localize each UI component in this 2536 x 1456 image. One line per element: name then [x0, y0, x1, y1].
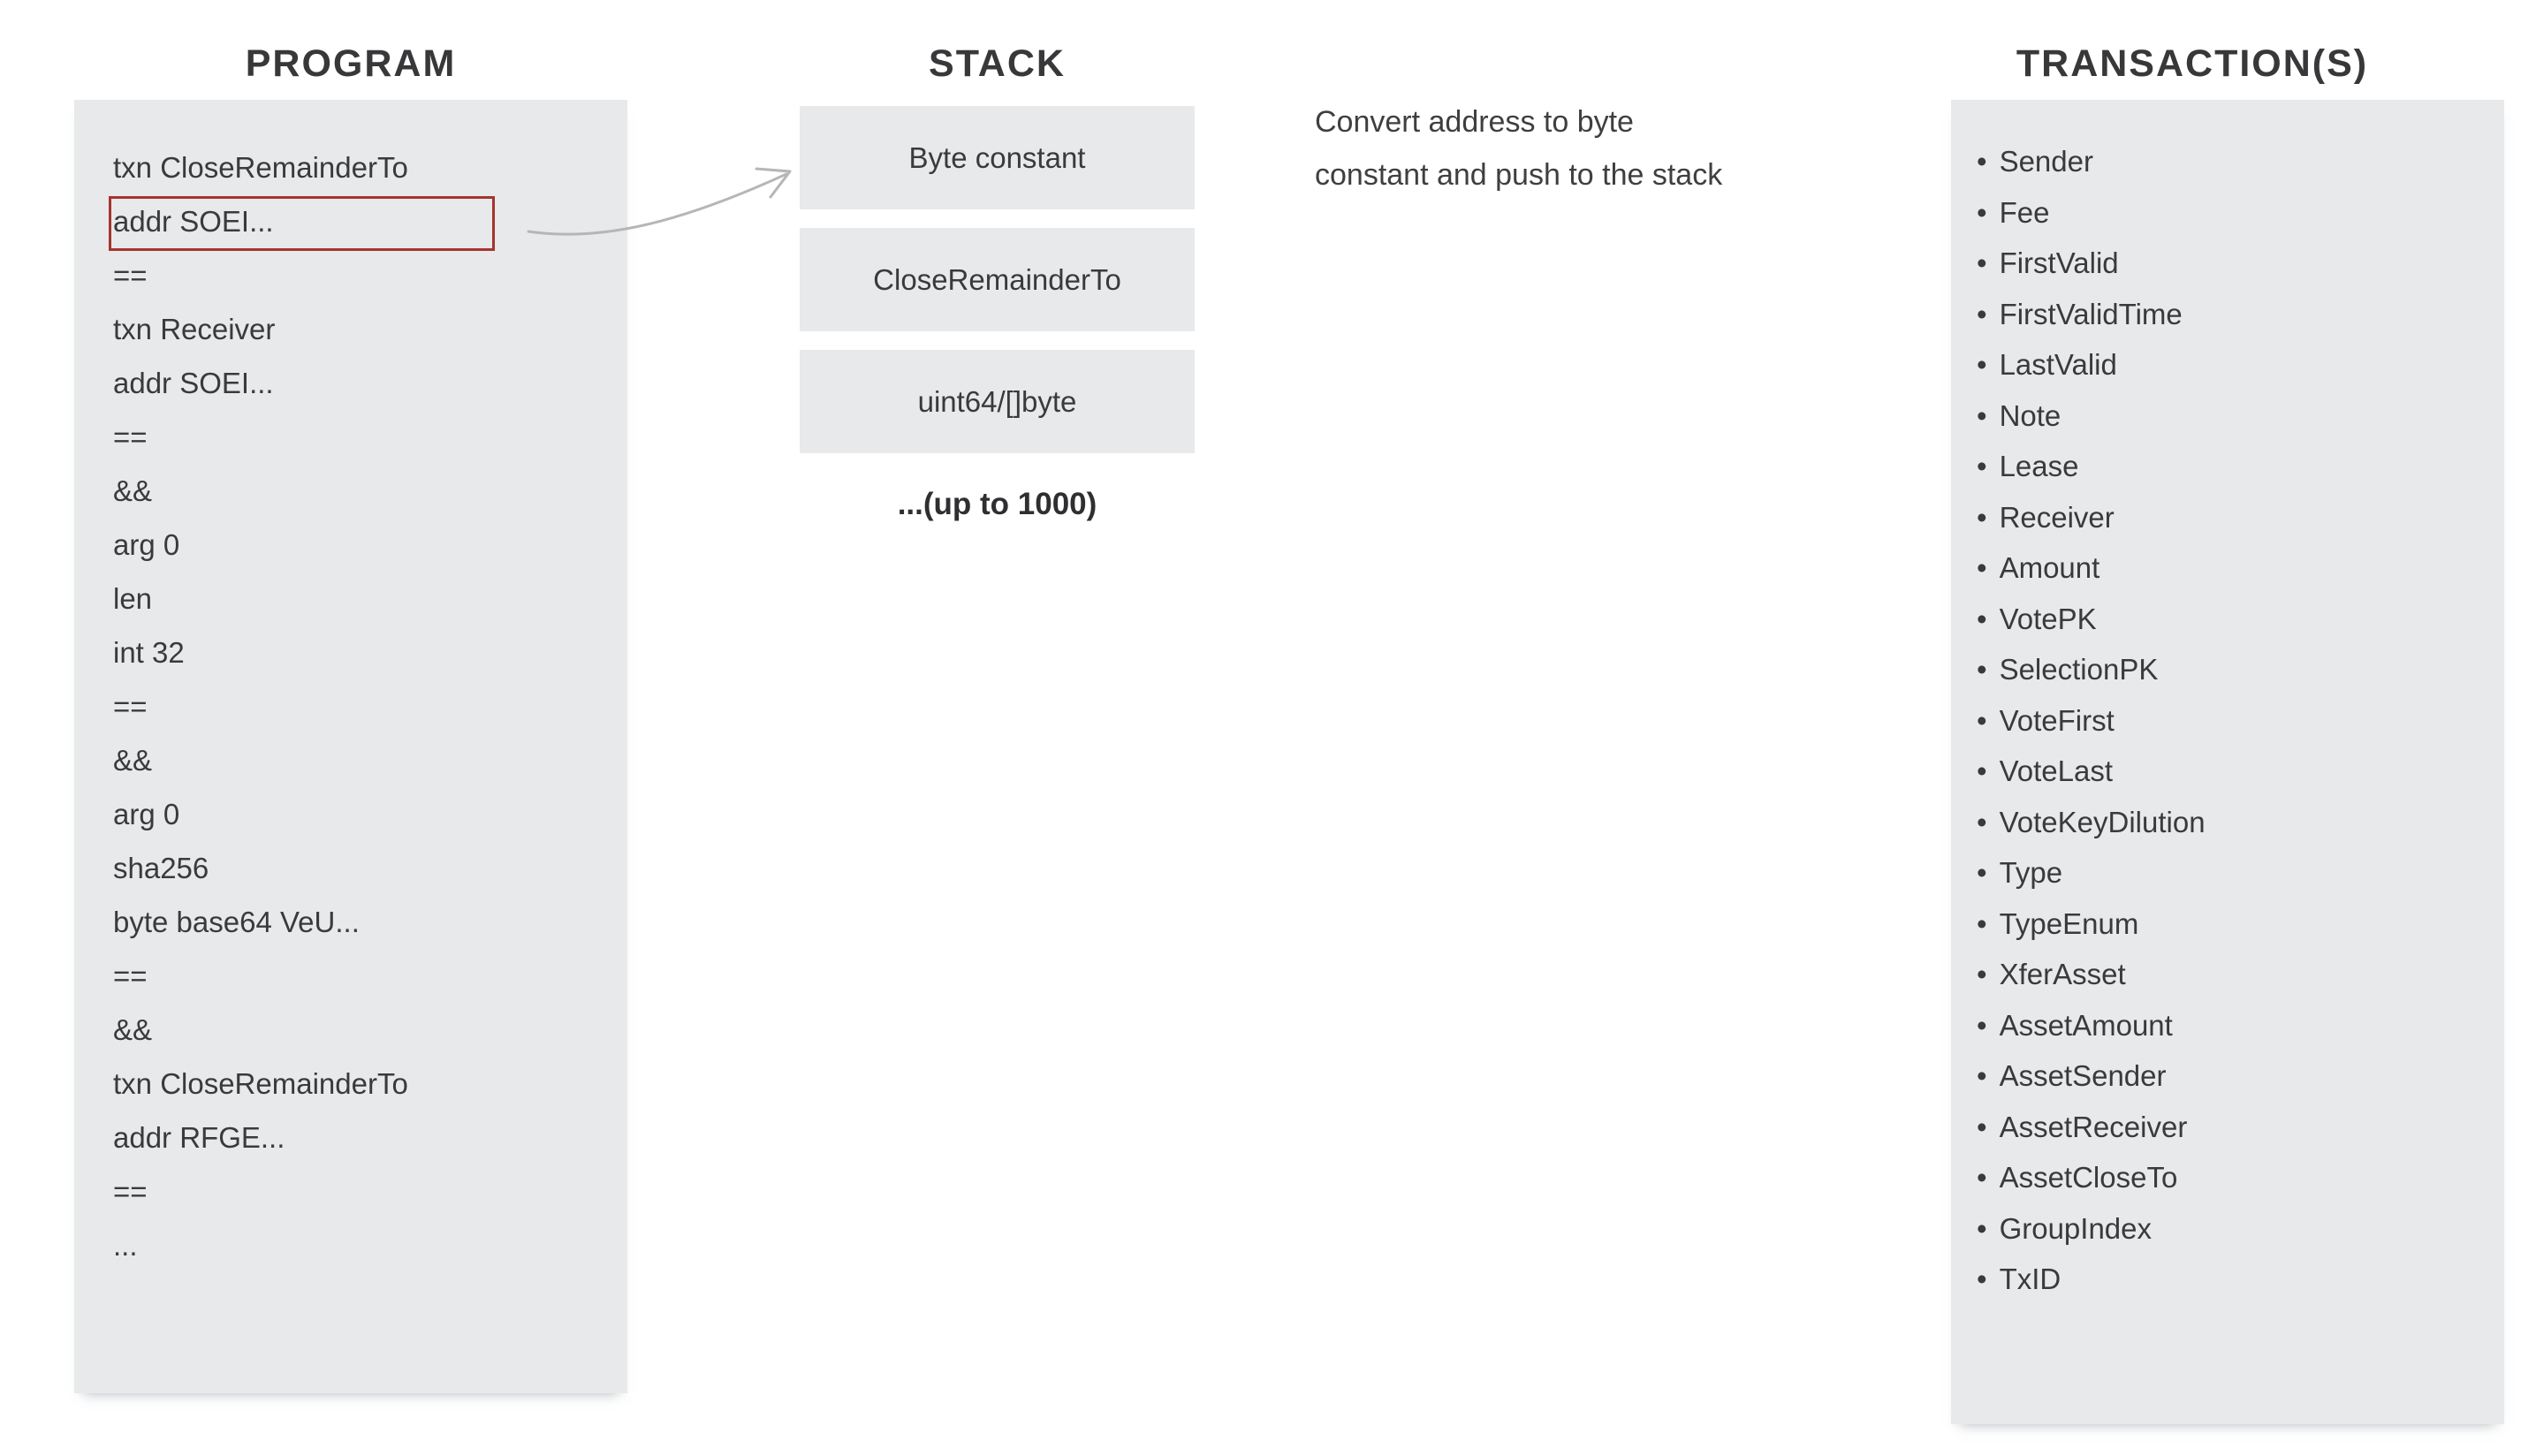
transaction-field: LastValid: [1977, 339, 2504, 391]
program-opcode-line: ==: [113, 690, 148, 723]
stack-value-box: CloseRemainderTo: [800, 228, 1195, 331]
transaction-field: Receiver: [1977, 492, 2504, 543]
transaction-field: AssetCloseTo: [1977, 1152, 2504, 1203]
program-opcode-line: txn Receiver: [113, 313, 276, 345]
transaction-field: SelectionPK: [1977, 644, 2504, 695]
transaction-field: VoteFirst: [1977, 695, 2504, 747]
stack-value-box: Byte constant: [800, 106, 1195, 209]
transaction-field: VoteLast: [1977, 746, 2504, 797]
annotation-line-2: constant and push to the stack: [1315, 158, 1723, 192]
transaction-field: AssetAmount: [1977, 1000, 2504, 1051]
transactions-column-title: TRANSACTION(S): [2016, 42, 2369, 85]
program-opcode-line: &&: [113, 474, 153, 507]
program-opcode-line: ==: [113, 259, 148, 292]
program-opcode-line: &&: [113, 1013, 153, 1046]
stack-value-box: uint64/[]byte: [800, 350, 1195, 453]
transaction-field-list: Sender Fee FirstValid FirstValidTime Las…: [1951, 100, 2504, 1305]
stack-box-list: Byte constant CloseRemainderTo uint64/[]…: [800, 106, 1195, 453]
transaction-field: VotePK: [1977, 594, 2504, 645]
transaction-field: Amount: [1977, 542, 2504, 594]
program-opcode-line: ==: [113, 421, 148, 453]
program-opcode-line: ==: [113, 1175, 148, 1208]
stack-column-title: STACK: [929, 42, 1066, 85]
program-opcode-line: addr SOEI...: [113, 205, 274, 238]
program-opcode-list: txn CloseRemainderTo addr SOEI... == txn…: [74, 100, 627, 1272]
program-opcode-line: &&: [113, 744, 153, 777]
transaction-field: TypeEnum: [1977, 899, 2504, 950]
arrow-head-icon: [755, 167, 792, 199]
transaction-field: AssetReceiver: [1977, 1102, 2504, 1153]
program-opcode-line: ...: [113, 1229, 138, 1262]
transaction-field: Lease: [1977, 441, 2504, 492]
arrow-curve: [527, 172, 788, 236]
program-opcode-line: len: [113, 582, 153, 615]
program-opcode-line: byte base64 VeU...: [113, 906, 360, 938]
transactions-panel: Sender Fee FirstValid FirstValidTime Las…: [1951, 100, 2504, 1424]
transaction-field: Sender: [1977, 136, 2504, 187]
transaction-field: GroupIndex: [1977, 1203, 2504, 1255]
program-opcode-line: arg 0: [113, 528, 180, 561]
program-opcode-line: sha256: [113, 852, 209, 884]
program-opcode-line: int 32: [113, 636, 185, 669]
transaction-field: Note: [1977, 391, 2504, 442]
transaction-field: FirstValid: [1977, 238, 2504, 289]
transaction-field: TxID: [1977, 1254, 2504, 1305]
program-opcode-line: txn CloseRemainderTo: [113, 151, 408, 184]
annotation-line-1: Convert address to byte: [1315, 105, 1634, 139]
transaction-field: XferAsset: [1977, 949, 2504, 1000]
program-opcode-line: addr SOEI...: [113, 367, 274, 399]
highlighted-opcode-box: [109, 196, 495, 251]
program-opcode-line: txn CloseRemainderTo: [113, 1067, 408, 1100]
program-column-title: PROGRAM: [245, 42, 457, 85]
transaction-field: FirstValidTime: [1977, 289, 2504, 340]
program-opcode-line: arg 0: [113, 798, 180, 830]
program-opcode-line: ==: [113, 959, 148, 992]
arrow-annotation: Convert address to byte constant and pus…: [1315, 95, 1810, 201]
transaction-field: VoteKeyDilution: [1977, 797, 2504, 848]
transaction-field: Fee: [1977, 187, 2504, 239]
program-panel: txn CloseRemainderTo addr SOEI... == txn…: [74, 100, 627, 1393]
transaction-field: AssetSender: [1977, 1050, 2504, 1102]
stack-capacity-caption: ...(up to 1000): [897, 487, 1097, 521]
transaction-field: Type: [1977, 847, 2504, 899]
curved-arrow: [527, 167, 792, 236]
program-opcode-line: addr RFGE...: [113, 1121, 285, 1154]
